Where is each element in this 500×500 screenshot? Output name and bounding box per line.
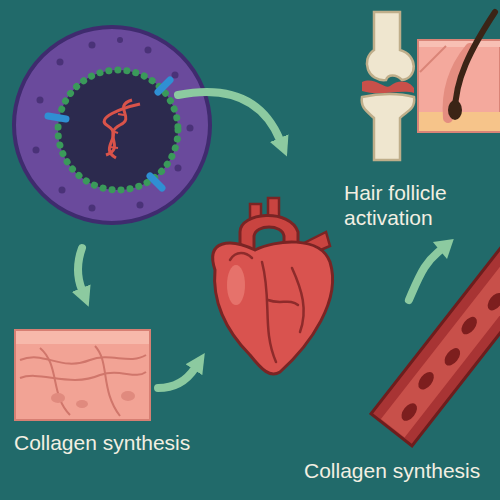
cell (33, 37, 194, 212)
heart (268, 300, 298, 305)
cell (172, 72, 179, 79)
cell (58, 70, 178, 190)
cell (145, 47, 152, 54)
cell (137, 202, 144, 209)
node-label: Collagen synthesis (14, 430, 225, 455)
cell (150, 176, 162, 188)
tissue-block (20, 355, 146, 364)
heart (230, 253, 252, 260)
tissue-block (15, 330, 150, 420)
heart (213, 242, 333, 374)
heart (230, 253, 304, 362)
blood-vessel (381, 233, 500, 437)
cell (48, 116, 66, 119)
flow-arrow (78, 248, 82, 290)
cell (14, 27, 210, 223)
heart (292, 268, 304, 332)
cell (112, 131, 118, 133)
heart (213, 198, 333, 374)
tissue-block (16, 331, 149, 344)
tissue-block (51, 393, 65, 403)
vessel-node: Collagen synthesis (300, 300, 498, 489)
skin-section (455, 12, 495, 112)
knee-joint (362, 80, 414, 93)
cell (48, 80, 170, 188)
skin-section (419, 41, 500, 47)
blood-vessel (394, 259, 500, 424)
node-label: Collagen synthesis (304, 458, 498, 483)
cell (104, 104, 140, 158)
cell (58, 70, 178, 190)
tissue-block (76, 400, 88, 408)
cell (118, 114, 124, 115)
arrow-head (433, 239, 454, 259)
cell (104, 100, 140, 158)
cell (187, 125, 194, 132)
heart (262, 262, 276, 362)
knee-joint (367, 12, 414, 80)
cell (89, 42, 96, 49)
cell (33, 147, 40, 154)
node-label: Hair follicle activation (344, 180, 498, 230)
tissue-block (40, 348, 70, 415)
flow-arrow-line (409, 251, 440, 300)
blood-vessel (485, 290, 500, 313)
blood-vessel (415, 369, 437, 392)
flow-arrow (178, 92, 280, 140)
flow-arrow (158, 368, 195, 388)
tissue-block (20, 346, 146, 416)
tissue-block (121, 391, 135, 401)
cell (57, 59, 64, 66)
blood-vessel (398, 400, 420, 423)
skin-section (418, 12, 500, 132)
cell (14, 27, 210, 223)
tissue-block (20, 372, 146, 380)
skin-section (420, 46, 446, 72)
tissue-block (15, 330, 150, 420)
cell (117, 37, 123, 43)
knee-joint (362, 94, 415, 160)
blood-vessel (441, 345, 463, 368)
blood-vessel (458, 314, 480, 337)
knee-joint (362, 12, 415, 160)
flow-arrow (409, 239, 454, 300)
cell (158, 80, 170, 92)
blood-vessel (371, 225, 500, 446)
blood-vessel (371, 225, 500, 446)
tissue-block (95, 346, 120, 416)
tissue-block (51, 391, 135, 408)
cell (89, 205, 96, 212)
skin-section (448, 100, 462, 120)
cell (175, 165, 182, 172)
hair-follicle-node: Hair follicle activation (340, 8, 498, 236)
cell (110, 147, 118, 148)
tissue-node: Collagen synthesis (10, 325, 225, 461)
cell (59, 187, 66, 194)
cell (37, 97, 44, 104)
heart (227, 265, 245, 305)
